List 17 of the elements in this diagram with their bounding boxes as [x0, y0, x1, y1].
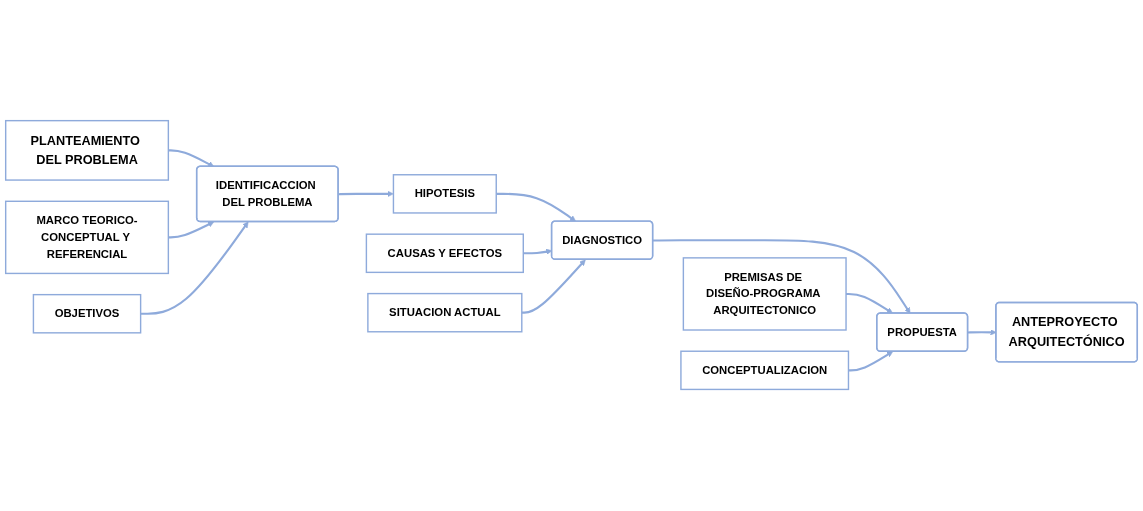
- node-box: HIPOTESIS: [392, 174, 497, 215]
- node-box: SITUACION ACTUAL: [367, 293, 523, 333]
- node-box: PLANTEAMIENTO DEL PROBLEMA: [5, 120, 170, 182]
- arrow: [848, 351, 894, 372]
- node-box: CAUSAS Y EFECTOS: [365, 233, 524, 274]
- node-box: PREMISAS DE DISEÑO-PROGRAMA ARQUITECTONICO: [682, 257, 847, 332]
- arrow: [652, 239, 911, 315]
- arrow: [338, 191, 394, 198]
- arrow: [168, 221, 215, 239]
- arrow: [846, 293, 894, 315]
- arrow: [521, 259, 586, 315]
- arrow: [168, 149, 215, 168]
- node-box: OBJETIVOS: [32, 294, 142, 334]
- arrow: [496, 193, 577, 223]
- node-box: CONCEPTUALIZACION: [680, 350, 850, 391]
- arrow: [140, 221, 249, 316]
- node-box: MARCO TEORICO-CONCEPTUAL Y REFERENCIAL: [5, 201, 170, 275]
